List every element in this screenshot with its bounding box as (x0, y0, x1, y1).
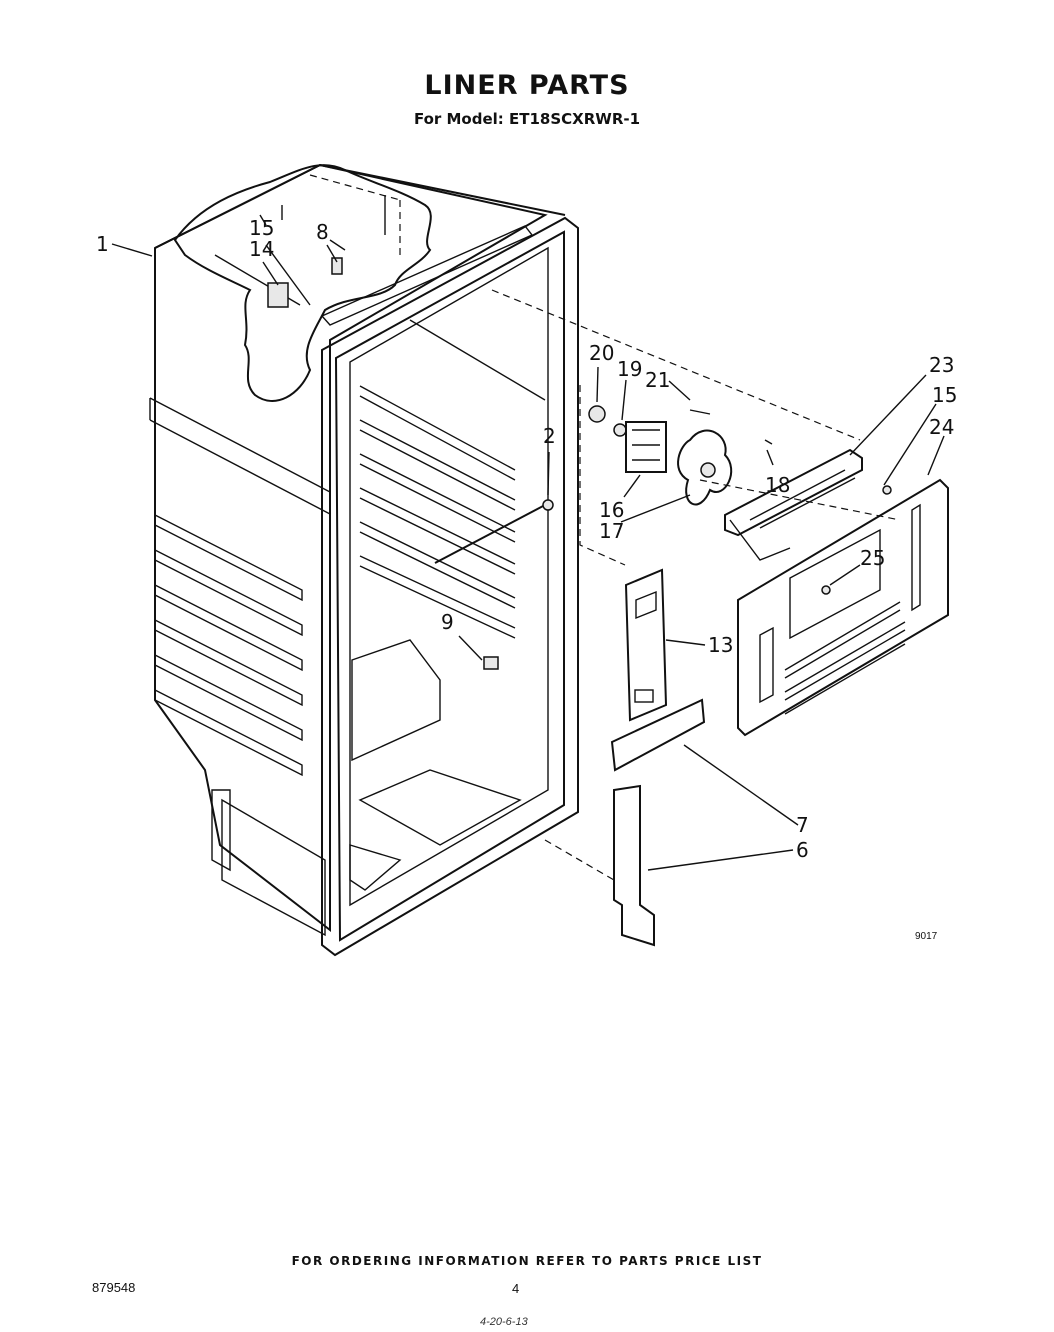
callout-14: 14 (249, 237, 274, 261)
callout-18: 18 (765, 473, 790, 497)
callout-6: 6 (796, 838, 809, 862)
callout-15-left: 15 (249, 216, 274, 240)
callout-16: 16 (599, 498, 624, 522)
callout-8: 8 (316, 220, 329, 244)
thermostat-and-wiring (434, 499, 554, 670)
callout-labels: 1 15 14 8 20 19 21 23 15 24 2 18 16 17 2… (96, 216, 957, 862)
callout-13: 13 (708, 633, 733, 657)
page-number: 4 (512, 1281, 520, 1296)
callout-21: 21 (645, 368, 670, 392)
callout-24: 24 (929, 415, 954, 439)
cabinet-liner (149, 163, 579, 957)
leader-lines (111, 243, 945, 871)
page-title: LINER PARTS (424, 70, 630, 101)
duct-parts (610, 568, 706, 947)
callout-23: 23 (929, 353, 954, 377)
callout-20: 20 (589, 341, 614, 365)
callout-15-right: 15 (932, 383, 957, 407)
document-number: 879548 (92, 1280, 136, 1295)
callout-1: 1 (96, 232, 109, 256)
callout-17: 17 (599, 519, 624, 543)
callout-7: 7 (796, 813, 809, 837)
callout-2: 2 (543, 424, 556, 448)
handwritten-note: 4-20-6-13 (480, 1316, 528, 1328)
callout-19: 19 (617, 357, 642, 381)
callout-9: 9 (441, 610, 454, 634)
fan-motor-assembly (588, 405, 773, 506)
callout-25: 25 (860, 546, 885, 570)
ordering-note: FOR ORDERING INFORMATION REFER TO PARTS … (291, 1254, 763, 1268)
figure-number: 9017 (915, 931, 938, 942)
evaporator-cover-panel (724, 448, 949, 737)
model-subtitle: For Model: ET18SCXRWR-1 (413, 110, 641, 128)
